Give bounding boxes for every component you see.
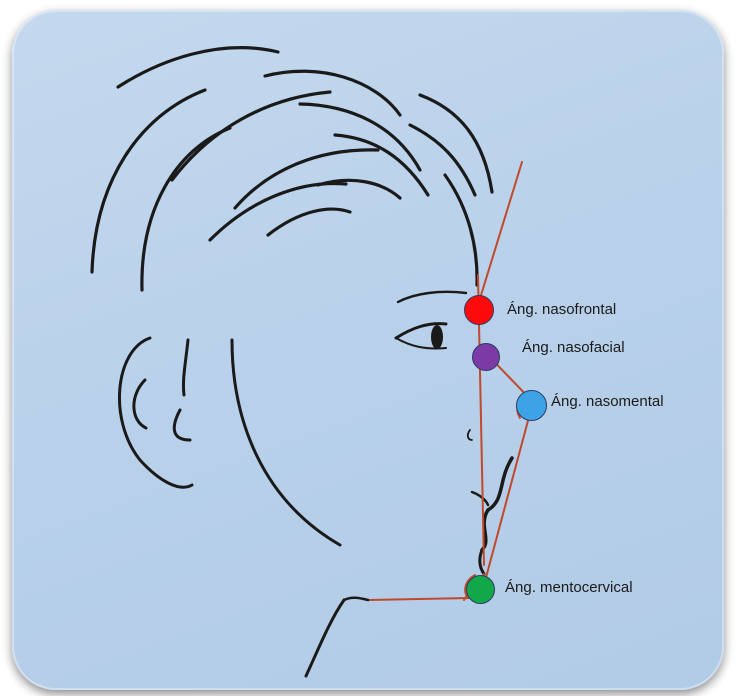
mentocervical-label: Áng. mentocervical: [505, 579, 633, 597]
nasomental-label: Áng. nasomental: [551, 393, 664, 411]
nasofacial-label: Áng. nasofacial: [522, 339, 625, 357]
mentocervical-marker: [466, 575, 495, 604]
nasomental-marker: [516, 390, 547, 421]
nasofrontal-marker: [464, 295, 494, 325]
ear-sketch: [119, 338, 192, 487]
eye-sketch: [396, 292, 466, 349]
angle-lines: [368, 162, 533, 600]
angle-lines-dark: [344, 598, 368, 600]
nasofacial-marker: [472, 343, 500, 371]
jaw-sketch: [232, 340, 344, 676]
hair-sketch: [92, 48, 492, 290]
nasofrontal-label: Áng. nasofrontal: [507, 301, 616, 319]
